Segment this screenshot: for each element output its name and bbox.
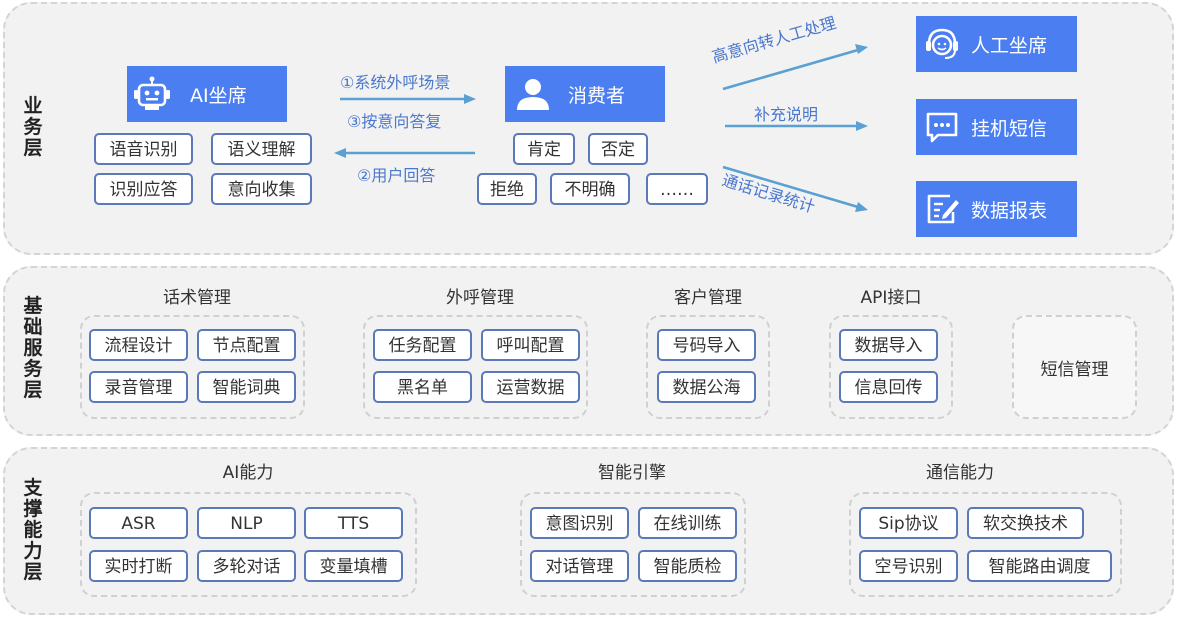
output-data-report[interactable]: 数据报表: [916, 181, 1077, 237]
item-realtime-interrupt[interactable]: 实时打断: [89, 550, 188, 582]
output-manual-agent[interactable]: 人工坐席: [916, 16, 1077, 72]
output-hangup-sms-label: 挂机短信: [971, 118, 1048, 140]
group-title-script-management: 话术管理: [163, 288, 231, 308]
item-data-import[interactable]: 数据导入: [839, 329, 938, 361]
item-info-callback[interactable]: 信息回传: [839, 371, 938, 403]
item-slot-filling[interactable]: 变量填槽: [304, 550, 403, 582]
support-layer-label: 支撑能力层: [23, 477, 43, 583]
output-hangup-sms[interactable]: 挂机短信: [916, 99, 1077, 155]
consumer-item-affirm[interactable]: 肯定: [513, 133, 575, 165]
item-sip-protocol[interactable]: Sip协议: [859, 507, 958, 539]
sms-management-box[interactable]: 短信管理: [1012, 315, 1137, 419]
ai-agent-box[interactable]: AI坐席: [127, 66, 287, 122]
item-recording-management[interactable]: 录音管理: [89, 371, 188, 403]
group-title-communication: 通信能力: [926, 463, 994, 483]
group-script-management: [80, 315, 305, 419]
item-blacklist[interactable]: 黑名单: [373, 371, 472, 403]
ai-item-intent-collection[interactable]: 意向收集: [211, 173, 312, 205]
consumer-item-unclear[interactable]: 不明确: [550, 173, 630, 205]
robot-icon: [133, 76, 171, 117]
group-customer-management: [646, 315, 770, 419]
item-node-config[interactable]: 节点配置: [197, 329, 296, 361]
item-operation-data[interactable]: 运营数据: [481, 371, 580, 403]
item-smart-qc[interactable]: 智能质检: [638, 550, 737, 582]
item-intent-recognition[interactable]: 意图识别: [530, 507, 629, 539]
consumer-item-refuse[interactable]: 拒绝: [477, 173, 537, 205]
group-ai-capability: [80, 492, 417, 597]
ai-agent-label: AI坐席: [190, 85, 247, 107]
sms-icon: [923, 108, 961, 151]
group-title-outbound-management: 外呼管理: [446, 288, 514, 308]
user-icon: [514, 75, 552, 118]
business-layer-label: 业务层: [23, 95, 43, 159]
arrow-label-reply-by-intent: ③按意向答复: [347, 112, 442, 131]
consumer-label: 消费者: [568, 85, 626, 107]
item-number-import[interactable]: 号码导入: [657, 329, 756, 361]
ai-item-speech-recognition[interactable]: 语音识别: [94, 133, 193, 165]
arrow-label-supplement: 补充说明: [754, 105, 819, 124]
item-flow-design[interactable]: 流程设计: [89, 329, 188, 361]
item-nlp[interactable]: NLP: [197, 507, 296, 539]
output-manual-agent-label: 人工坐席: [971, 35, 1048, 57]
item-call-config[interactable]: 呼叫配置: [481, 329, 580, 361]
ai-item-recognize-answer[interactable]: 识别应答: [94, 173, 193, 205]
group-outbound-management: [363, 315, 588, 419]
group-communication: [849, 492, 1122, 597]
arrow-label-user-answer: ②用户回答: [357, 166, 436, 185]
item-empty-number-detection[interactable]: 空号识别: [859, 550, 958, 582]
item-task-config[interactable]: 任务配置: [373, 329, 472, 361]
ai-item-semantic-understanding[interactable]: 语义理解: [211, 133, 312, 165]
item-asr[interactable]: ASR: [89, 507, 188, 539]
item-dialog-management[interactable]: 对话管理: [530, 550, 629, 582]
output-data-report-label: 数据报表: [971, 200, 1048, 222]
item-smart-routing[interactable]: 智能路由调度: [967, 550, 1112, 582]
service-layer-label: 基础服务层: [23, 295, 43, 401]
consumer-item-ellipsis[interactable]: ……: [646, 173, 708, 205]
item-online-training[interactable]: 在线训练: [638, 507, 737, 539]
group-title-api: API接口: [860, 288, 922, 308]
arrow-label-call-scene: ①系统外呼场景: [340, 73, 451, 92]
report-icon: [923, 190, 961, 233]
group-api: [829, 315, 953, 419]
group-title-customer-management: 客户管理: [674, 288, 742, 308]
group-title-smart-engine: 智能引擎: [598, 463, 666, 483]
group-title-ai-capability: AI能力: [222, 463, 274, 483]
consumer-item-deny[interactable]: 否定: [588, 133, 648, 165]
item-multi-turn-dialog[interactable]: 多轮对话: [197, 550, 296, 582]
consumer-box[interactable]: 消费者: [505, 66, 665, 122]
sms-management-label: 短信管理: [1040, 359, 1109, 380]
item-smart-dictionary[interactable]: 智能词典: [197, 371, 296, 403]
item-softswitch[interactable]: 软交换技术: [967, 507, 1084, 539]
item-tts[interactable]: TTS: [304, 507, 403, 539]
group-smart-engine: [520, 492, 746, 597]
item-data-pool[interactable]: 数据公海: [657, 371, 756, 403]
headset-agent-icon: [923, 25, 961, 68]
